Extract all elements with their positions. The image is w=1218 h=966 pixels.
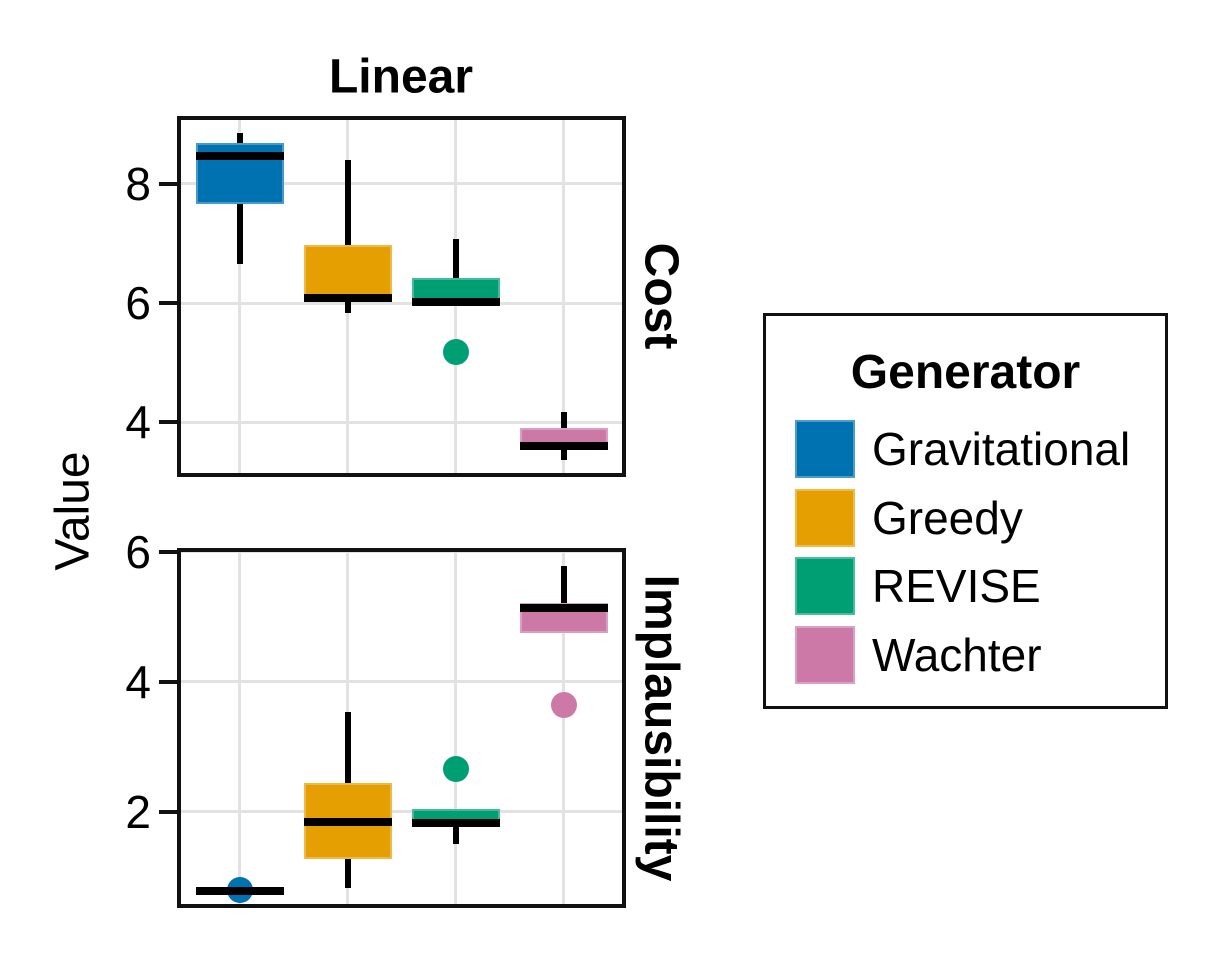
panel-border	[177, 116, 626, 477]
y-tick-label: 4	[125, 655, 151, 708]
y-tick-mark	[159, 549, 177, 554]
median-line	[411, 297, 500, 306]
whisker-line	[560, 566, 567, 634]
gridline-h	[177, 182, 626, 186]
gridline-h	[177, 301, 626, 305]
box	[303, 245, 392, 302]
legend-key-greedy	[795, 488, 855, 547]
outlier-dot	[442, 338, 469, 365]
median-line	[195, 151, 284, 160]
legend-key-gravitational	[795, 420, 855, 478]
y-tick-label: 6	[125, 525, 151, 578]
legend-item-label: Gravitational	[872, 423, 1131, 475]
whisker-line	[452, 238, 459, 307]
legend-key-revise	[795, 557, 855, 616]
legend-key-wachter	[795, 626, 855, 685]
y-tick-label: 2	[125, 785, 151, 838]
whisker-line	[344, 160, 351, 314]
gridline-h	[177, 420, 626, 424]
panel-border	[177, 548, 626, 908]
median-line	[195, 887, 284, 896]
outlier-dot	[442, 755, 469, 782]
gridline-v	[454, 548, 458, 908]
median-line	[303, 817, 392, 826]
y-tick-label: 8	[125, 157, 151, 210]
median-line	[411, 818, 500, 827]
median-line	[519, 604, 608, 613]
y-tick-mark	[159, 301, 177, 306]
legend-title: Generator	[850, 346, 1081, 399]
gridline-v	[238, 548, 242, 908]
y-tick-label: 4	[125, 396, 151, 449]
legend-item-label: Greedy	[872, 491, 1023, 544]
y-tick-mark	[159, 809, 177, 814]
facet-strip-label-implausibility: Implausibility	[634, 574, 688, 882]
legend-item-label: Wachter	[872, 629, 1042, 682]
facet-strip-label-cost: Cost	[634, 242, 688, 350]
gridline-v	[562, 116, 566, 477]
legend-item-label: REVISE	[872, 560, 1041, 613]
y-tick-mark	[159, 420, 177, 425]
y-tick-mark	[159, 181, 177, 186]
gridline-v	[562, 548, 566, 908]
median-line	[519, 442, 608, 451]
outlier-dot	[550, 691, 577, 718]
gridline-h	[177, 810, 626, 814]
gridline-v	[238, 116, 242, 477]
y-tick-label: 6	[125, 277, 151, 330]
plot-title: Linear	[328, 50, 474, 104]
gridline-h	[177, 680, 626, 684]
y-tick-mark	[159, 679, 177, 684]
median-line	[303, 294, 392, 303]
